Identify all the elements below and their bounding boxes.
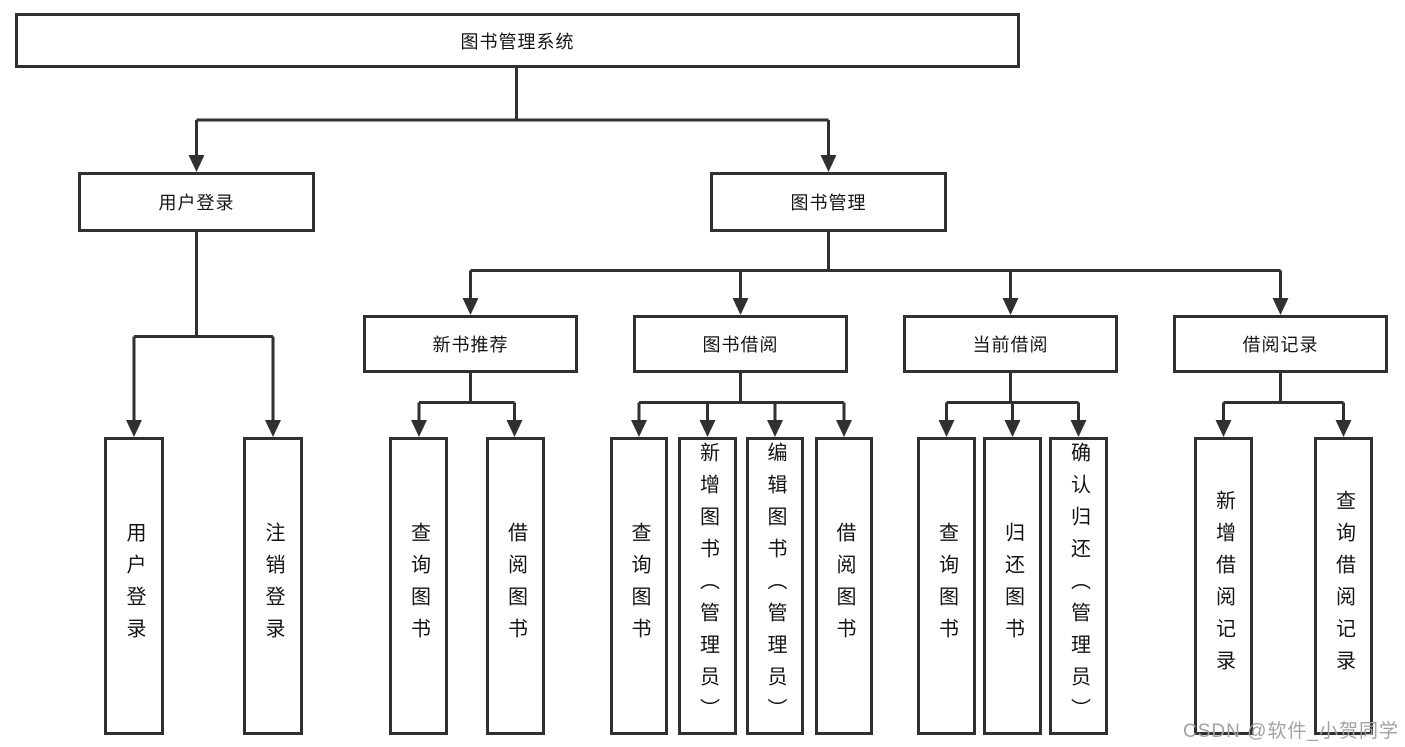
leaf-query-borrow-record: 查询借阅记录 [1314, 437, 1373, 735]
node-label: 编辑图书（管理员） [764, 442, 786, 730]
connector-root-to-level2 [188, 68, 837, 172]
node-label: 用户登录 [123, 522, 145, 650]
node-label: 查询图书 [407, 522, 430, 650]
leaf-query-books-borrow: 查询图书 [610, 437, 668, 735]
node-new-book-recommendation: 新书推荐 [363, 315, 578, 373]
connector-user-login-children [126, 232, 281, 437]
csdn-watermark: CSDN @软件_小贺同学 [1183, 721, 1399, 742]
connector-line [132, 232, 275, 421]
arrowhead-icon [836, 420, 852, 437]
node-label: 查询图书 [628, 522, 650, 650]
arrowhead-icon [1215, 420, 1232, 437]
connector-line [469, 232, 1282, 299]
connector-book-mgmt-children [462, 232, 1289, 315]
node-label: 查询图书 [935, 522, 958, 650]
node-book-borrowing: 图书借阅 [633, 315, 848, 373]
connector-line [1222, 373, 1345, 421]
arrowhead-icon [126, 420, 142, 437]
node-label: 用户登录 [158, 193, 235, 213]
leaf-borrow-books: 借阅图书 [815, 437, 873, 735]
node-user-login: 用户登录 [78, 172, 315, 232]
connector-line [945, 373, 1080, 421]
arrowhead-icon [767, 420, 783, 437]
leaf-return-books: 归还图书 [983, 437, 1042, 735]
arrowhead-icon [411, 420, 427, 437]
leaf-confirm-return-admin: 确认归还（管理员） [1049, 437, 1108, 735]
node-library-management-system: 图书管理系统 [15, 13, 1020, 68]
arrowhead-icon [1004, 420, 1021, 437]
node-label: 图书借阅 [702, 335, 779, 355]
node-label: 新增图书（管理员） [696, 442, 719, 730]
leaf-logout: 注销登录 [243, 437, 303, 735]
node-label: 注销登录 [262, 522, 284, 650]
leaf-query-books-current: 查询图书 [917, 437, 976, 735]
arrowhead-icon [1272, 298, 1289, 315]
arrowhead-icon [265, 420, 281, 437]
node-current-borrowing: 当前借阅 [903, 315, 1118, 373]
arrowhead-icon [1335, 420, 1352, 437]
connector-new-book-rec-children [411, 373, 523, 437]
connector-book-borrow-children [631, 373, 852, 437]
arrowhead-icon [820, 155, 837, 172]
connector-line [195, 68, 830, 156]
connector-line [417, 373, 516, 421]
connector-line [637, 373, 846, 421]
node-label: 查询借阅记录 [1332, 490, 1355, 682]
arrowhead-icon [188, 155, 205, 172]
node-borrowing-records: 借阅记录 [1173, 315, 1388, 373]
arrowhead-icon [462, 298, 479, 315]
leaf-add-books-admin: 新增图书（管理员） [678, 437, 737, 735]
arrowhead-icon [1070, 420, 1087, 437]
node-label: 新书推荐 [432, 335, 509, 355]
leaf-add-borrow-record: 新增借阅记录 [1194, 437, 1253, 735]
connector-current-borrow-children [938, 373, 1087, 437]
leaf-borrow-books-rec: 借阅图书 [486, 437, 545, 735]
arrowhead-icon [699, 420, 716, 437]
node-label: 当前借阅 [972, 335, 1049, 355]
node-book-management: 图书管理 [710, 172, 947, 232]
node-label: 借阅图书 [504, 522, 527, 650]
connector-borrow-records-children [1215, 373, 1352, 437]
leaf-query-books-rec: 查询图书 [389, 437, 448, 735]
leaf-user-login: 用户登录 [104, 437, 164, 735]
leaf-edit-books-admin: 编辑图书（管理员） [746, 437, 804, 735]
node-label: 归还图书 [1001, 522, 1024, 650]
arrowhead-icon [631, 420, 647, 437]
node-label: 图书管理 [790, 193, 867, 213]
arrowhead-icon [938, 420, 955, 437]
node-label: 确认归还（管理员） [1067, 442, 1090, 730]
node-label: 图书管理系统 [460, 31, 575, 52]
arrowhead-icon [1002, 298, 1019, 315]
node-label: 新增借阅记录 [1212, 490, 1235, 682]
arrowhead-icon [732, 298, 749, 315]
node-label: 借阅图书 [833, 522, 855, 650]
arrowhead-icon [506, 420, 523, 437]
node-label: 借阅记录 [1242, 335, 1319, 355]
